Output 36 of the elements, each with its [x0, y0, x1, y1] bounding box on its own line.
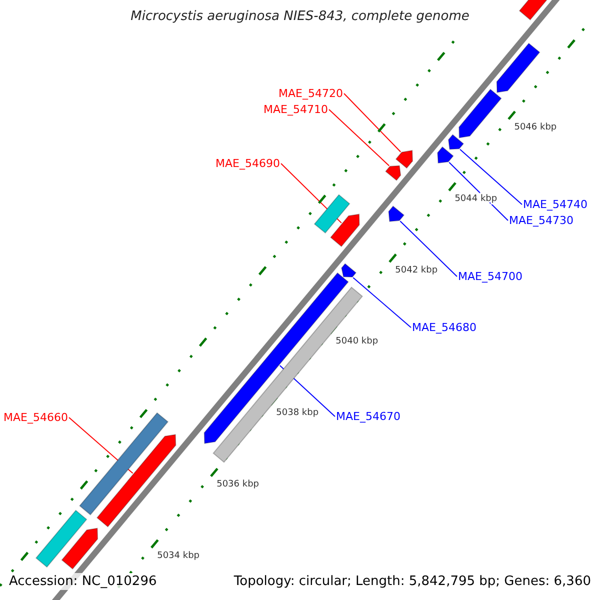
gene-block [330, 214, 360, 248]
gene-block [96, 434, 176, 528]
scale-label: 5046 kbp [514, 122, 557, 132]
gene-label: MAE_54700 [458, 270, 522, 283]
gene-block [385, 165, 402, 181]
gene-bar [79, 412, 169, 516]
gene-label: MAE_54670 [336, 410, 400, 423]
scale-label: 5040 kbp [336, 336, 378, 347]
scale-label: 5038 kbp [276, 408, 319, 418]
leader-line [352, 277, 412, 328]
gene-block [458, 88, 502, 138]
leader-line [460, 148, 522, 205]
gene-label: MAE_54720 [278, 87, 343, 100]
scale-label: 5036 kbp [216, 480, 260, 490]
gene-label: MAE_54730 [509, 214, 574, 227]
leader-line [344, 93, 402, 152]
gene-block [341, 263, 357, 278]
gene-block [448, 134, 464, 150]
gene-bar [35, 510, 88, 568]
gene-block [388, 206, 405, 222]
gene-block [395, 150, 413, 169]
gene-label: MAE_54710 [264, 103, 328, 116]
gene-label: MAE_54680 [412, 321, 476, 334]
diagram-title: Microcystis aeruginosa NIES-843, complete genome [130, 9, 470, 24]
gene-block [61, 528, 98, 570]
scale-label: 5034 kbp [157, 551, 200, 561]
gene-label: MAE_54740 [523, 198, 588, 211]
gene-block [496, 42, 540, 93]
gene-label: MAE_54690 [216, 157, 280, 170]
gene-block [437, 146, 454, 164]
scale-label: 5042 kbp [395, 265, 438, 276]
gene-label: MAE_54660 [4, 411, 68, 424]
leader-line [328, 109, 390, 166]
gene-bar [314, 194, 350, 234]
leader-line [400, 220, 458, 277]
leader-line [448, 162, 508, 221]
